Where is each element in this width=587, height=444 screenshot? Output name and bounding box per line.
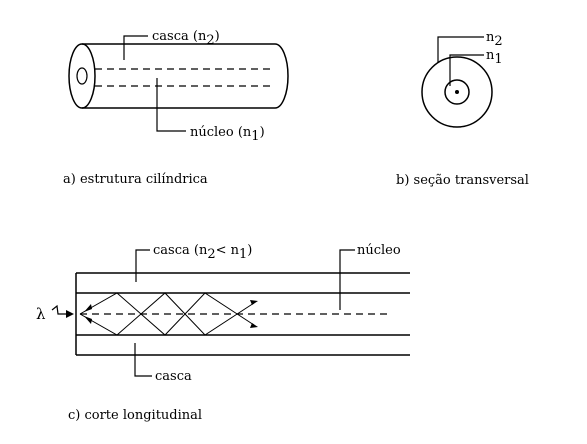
core-circle: [444, 79, 470, 105]
core-label-c: núcleo: [357, 243, 401, 258]
center-dot: [455, 90, 459, 94]
core-leader-line: [156, 78, 186, 132]
cladding-label-a: casca (n2): [152, 29, 220, 48]
cladding-leader-line: [123, 35, 148, 60]
panel-a-cylindrical-structure: casca (n2) núcleo (n1) a) estrutura cilí…: [63, 29, 289, 187]
fiber-cylinder-body: [82, 43, 289, 109]
ray-arrowheads: [84, 300, 258, 328]
fiber-core-end-face: [76, 67, 88, 85]
top-cladding-label: casca (n2< n1): [153, 243, 252, 262]
ray-arrowhead: [250, 323, 258, 328]
core-label-a: núcleo (n1): [190, 125, 265, 144]
ray-arrowhead: [84, 304, 92, 312]
bottom-cladding-leader: [134, 343, 152, 377]
inner-index-label: n1: [486, 48, 503, 67]
caption-c: c) corte longitudinal: [68, 408, 202, 423]
panel-c-longitudinal-section: λ casca (n2< n1) núcleo casca c) corte l…: [36, 243, 410, 423]
core-leader-c: [339, 249, 355, 310]
fiber-cylinder-end-face: [68, 43, 96, 109]
light-ray-path-2: [79, 292, 255, 336]
caption-a: a) estrutura cilíndrica: [63, 172, 208, 187]
ray-arrowhead: [250, 300, 258, 305]
ray-arrowhead: [84, 316, 92, 324]
top-cladding-leader: [135, 249, 150, 282]
caption-b: b) seção transversal: [396, 173, 529, 188]
outer-index-leader: [437, 36, 484, 63]
inner-index-leader: [449, 54, 484, 86]
bottom-cladding-label: casca: [155, 369, 192, 384]
light-ray-path-1: [79, 292, 255, 336]
panel-b-cross-section: n2 n1 b) seção transversal: [396, 30, 529, 188]
input-arrowhead: [66, 310, 74, 318]
input-lambda-symbol: λ: [36, 305, 46, 323]
outer-index-label: n2: [486, 30, 503, 49]
input-light-arrow: [51, 304, 66, 315]
cladding-circle: [421, 56, 493, 128]
